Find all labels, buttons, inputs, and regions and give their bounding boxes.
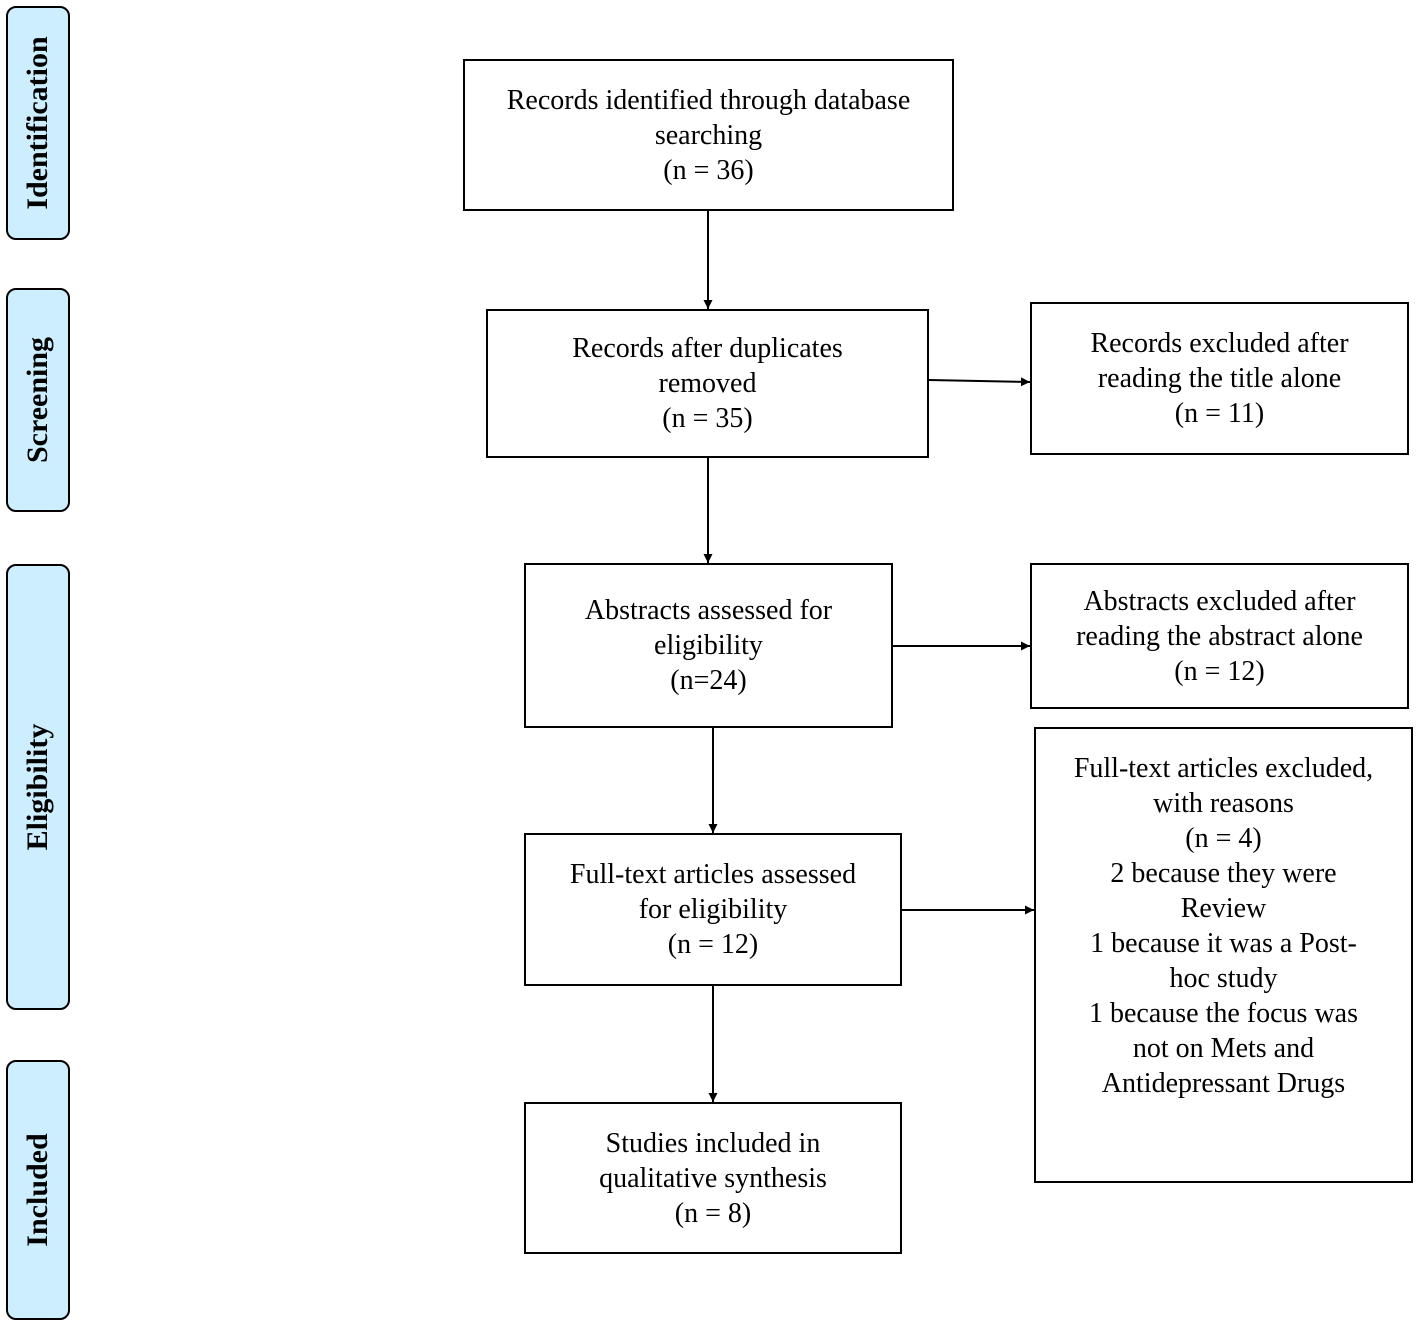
stage-eligibility: Eligibility: [6, 564, 70, 1010]
box-text-line: Antidepressant Drugs: [1101, 1068, 1346, 1099]
box-text-line: removed: [658, 368, 757, 399]
box-text-line: Full-text articles excluded,: [1073, 753, 1374, 784]
box-records-excluded-title: Records excluded after reading the title …: [1030, 302, 1409, 455]
box-text-line: qualitative synthesis: [599, 1162, 827, 1194]
box-text-line: 1 because the focus was: [1088, 998, 1358, 1029]
box-text-line: (n = 36): [663, 154, 754, 186]
box-text-line: Abstracts assessed for: [584, 595, 833, 626]
box-text-line: (n = 12): [667, 929, 759, 960]
stage-identification: Identification: [6, 6, 70, 240]
box-fulltext-excluded: Full-text articles excluded, with reasons…: [1034, 727, 1413, 1183]
box-text-line: Records after duplicates: [572, 333, 843, 364]
box-text-line: not on Mets and: [1132, 1033, 1315, 1064]
box-text-line: (n = 12): [1174, 655, 1265, 687]
box-fulltext-assessed: Full-text articles assessed for eligibili…: [524, 833, 902, 986]
box-text-line: (n = 8): [674, 1197, 752, 1229]
box-text-line: Records identified through database: [506, 84, 911, 116]
box-text-line: Review: [1180, 893, 1267, 924]
box-text-line: Records excluded after: [1090, 328, 1349, 359]
box-text-line: reading the abstract alone: [1076, 620, 1363, 652]
box-text-line: Studies included in: [605, 1127, 821, 1159]
box-text-line: (n = 35): [662, 403, 753, 434]
box-text-line: 1 because it was a Post-: [1090, 928, 1357, 959]
box-text-line: for eligibility: [638, 894, 788, 925]
box-text-line: hoc study: [1169, 963, 1278, 994]
box-text-line: with reasons: [1153, 788, 1294, 819]
box-text-line: (n=24): [670, 665, 747, 696]
stage-screening: Screening: [6, 288, 70, 512]
box-text-line: Abstracts excluded after: [1083, 585, 1356, 617]
box-records-after-duplicates: Records after duplicates removed (n = 35): [486, 309, 929, 458]
box-text-line: 2 because they were: [1110, 858, 1337, 889]
box-text-line: Full-text articles assessed: [569, 859, 857, 890]
arrow-duplicates-to-title-excluded: [928, 377, 1031, 387]
box-text-line: searching: [654, 119, 763, 151]
stage-included: Included: [6, 1060, 70, 1320]
box-text-line: reading the title alone: [1097, 363, 1342, 394]
box-text-line: eligibility: [654, 630, 763, 661]
box-abstracts-assessed: Abstracts assessed for eligibility (n=24): [524, 563, 893, 728]
box-text-line: (n = 11): [1174, 398, 1265, 429]
box-text-line: (n = 4): [1185, 823, 1262, 854]
